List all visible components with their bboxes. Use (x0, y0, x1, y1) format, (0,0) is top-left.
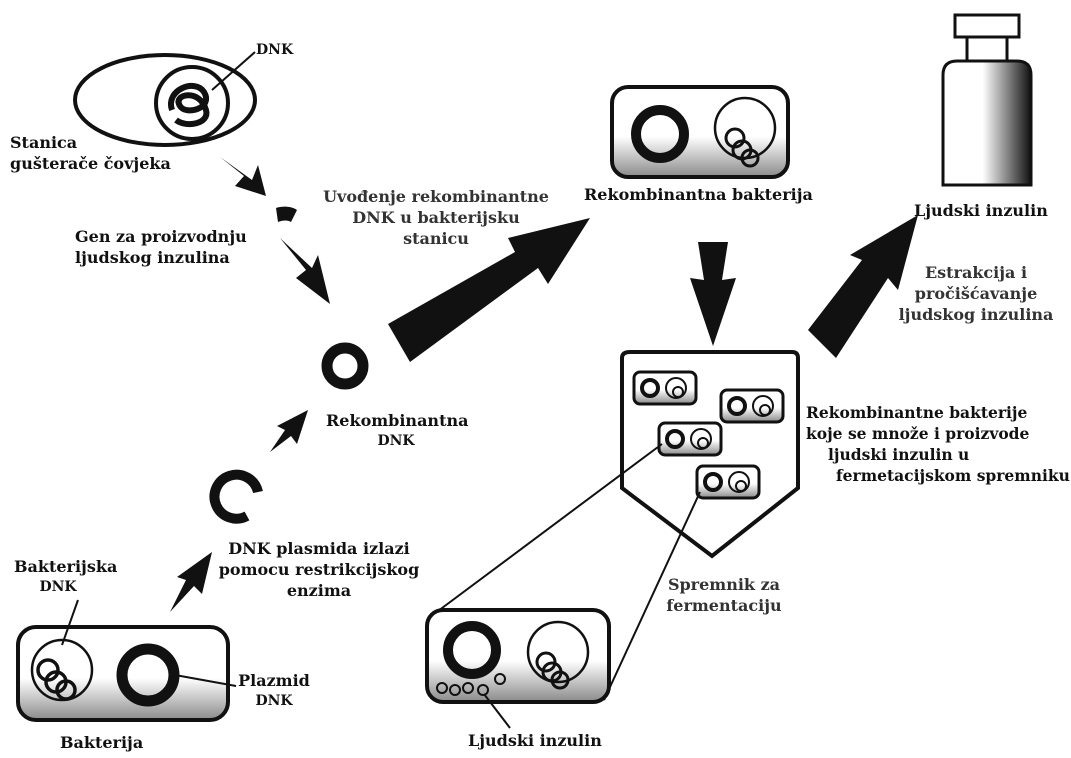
rekombinantna-bakterija-label: Rekombinantna bakterija (584, 185, 813, 204)
dnk-plasmida-label: DNK plasmida izlazi pomocu restrikcijsko… (218, 539, 420, 600)
estrakcija-label: Estrakcija i pročišćavanje ljudskog inzu… (898, 263, 1054, 324)
zoom-line (433, 443, 663, 615)
arrow-icon (170, 552, 212, 612)
recombinant-bacterium-icon (610, 85, 790, 179)
pancreas-cell-icon (73, 51, 257, 147)
dnk-label: DNK (256, 42, 294, 58)
rekombinantna-dnk-label: Rekombinantna DNK (326, 411, 469, 449)
arrow-icon (388, 218, 590, 362)
tank-bacterium (719, 388, 785, 424)
tank-bacterium (632, 370, 698, 406)
ljudski-inzulin-bottom-label: Ljudski inzulin (468, 731, 602, 750)
gene-fragment-icon (276, 206, 297, 222)
rekombinantne-bakterije-label: Rekombinantne bakterije koje se množe i … (806, 403, 1070, 485)
insulin-bottle-icon (941, 13, 1033, 187)
tank-bacterium (657, 421, 723, 457)
bakterija-label: Bakterija (60, 733, 144, 752)
plazmid-dnk-label: Plazmid DNK (238, 671, 310, 709)
arrow-icon (808, 215, 918, 358)
bacterium-icon (16, 599, 237, 722)
recombinant-dna-ring-icon (321, 342, 369, 390)
arrow-icon (220, 157, 266, 196)
arrow-icon (270, 410, 308, 452)
stanica-label: Stanica gušterače čovjeka (10, 133, 171, 173)
gen-label: Gen za proizvodnju ljudskog inzulina (75, 227, 247, 267)
arrow-icon (280, 238, 330, 304)
cut-plasmid-icon (209, 469, 263, 524)
uvodjenje-label: Uvođenje rekombinantne DNK u bakterijsku… (323, 187, 549, 248)
bakterijska-dnk-label: Bakterijska DNK (14, 557, 118, 595)
spremnik-label: Spremnik za fermentaciju (666, 575, 782, 615)
enlarged-bacterium-icon (425, 608, 611, 729)
ljudski-inzulin-top-label: Ljudski inzulin (914, 201, 1048, 220)
arrow-icon (690, 242, 736, 346)
fermentation-tank-icon (620, 350, 800, 559)
zoom-line (603, 491, 701, 701)
insulin-molecule (436, 673, 506, 696)
tank-bacterium (695, 464, 761, 500)
